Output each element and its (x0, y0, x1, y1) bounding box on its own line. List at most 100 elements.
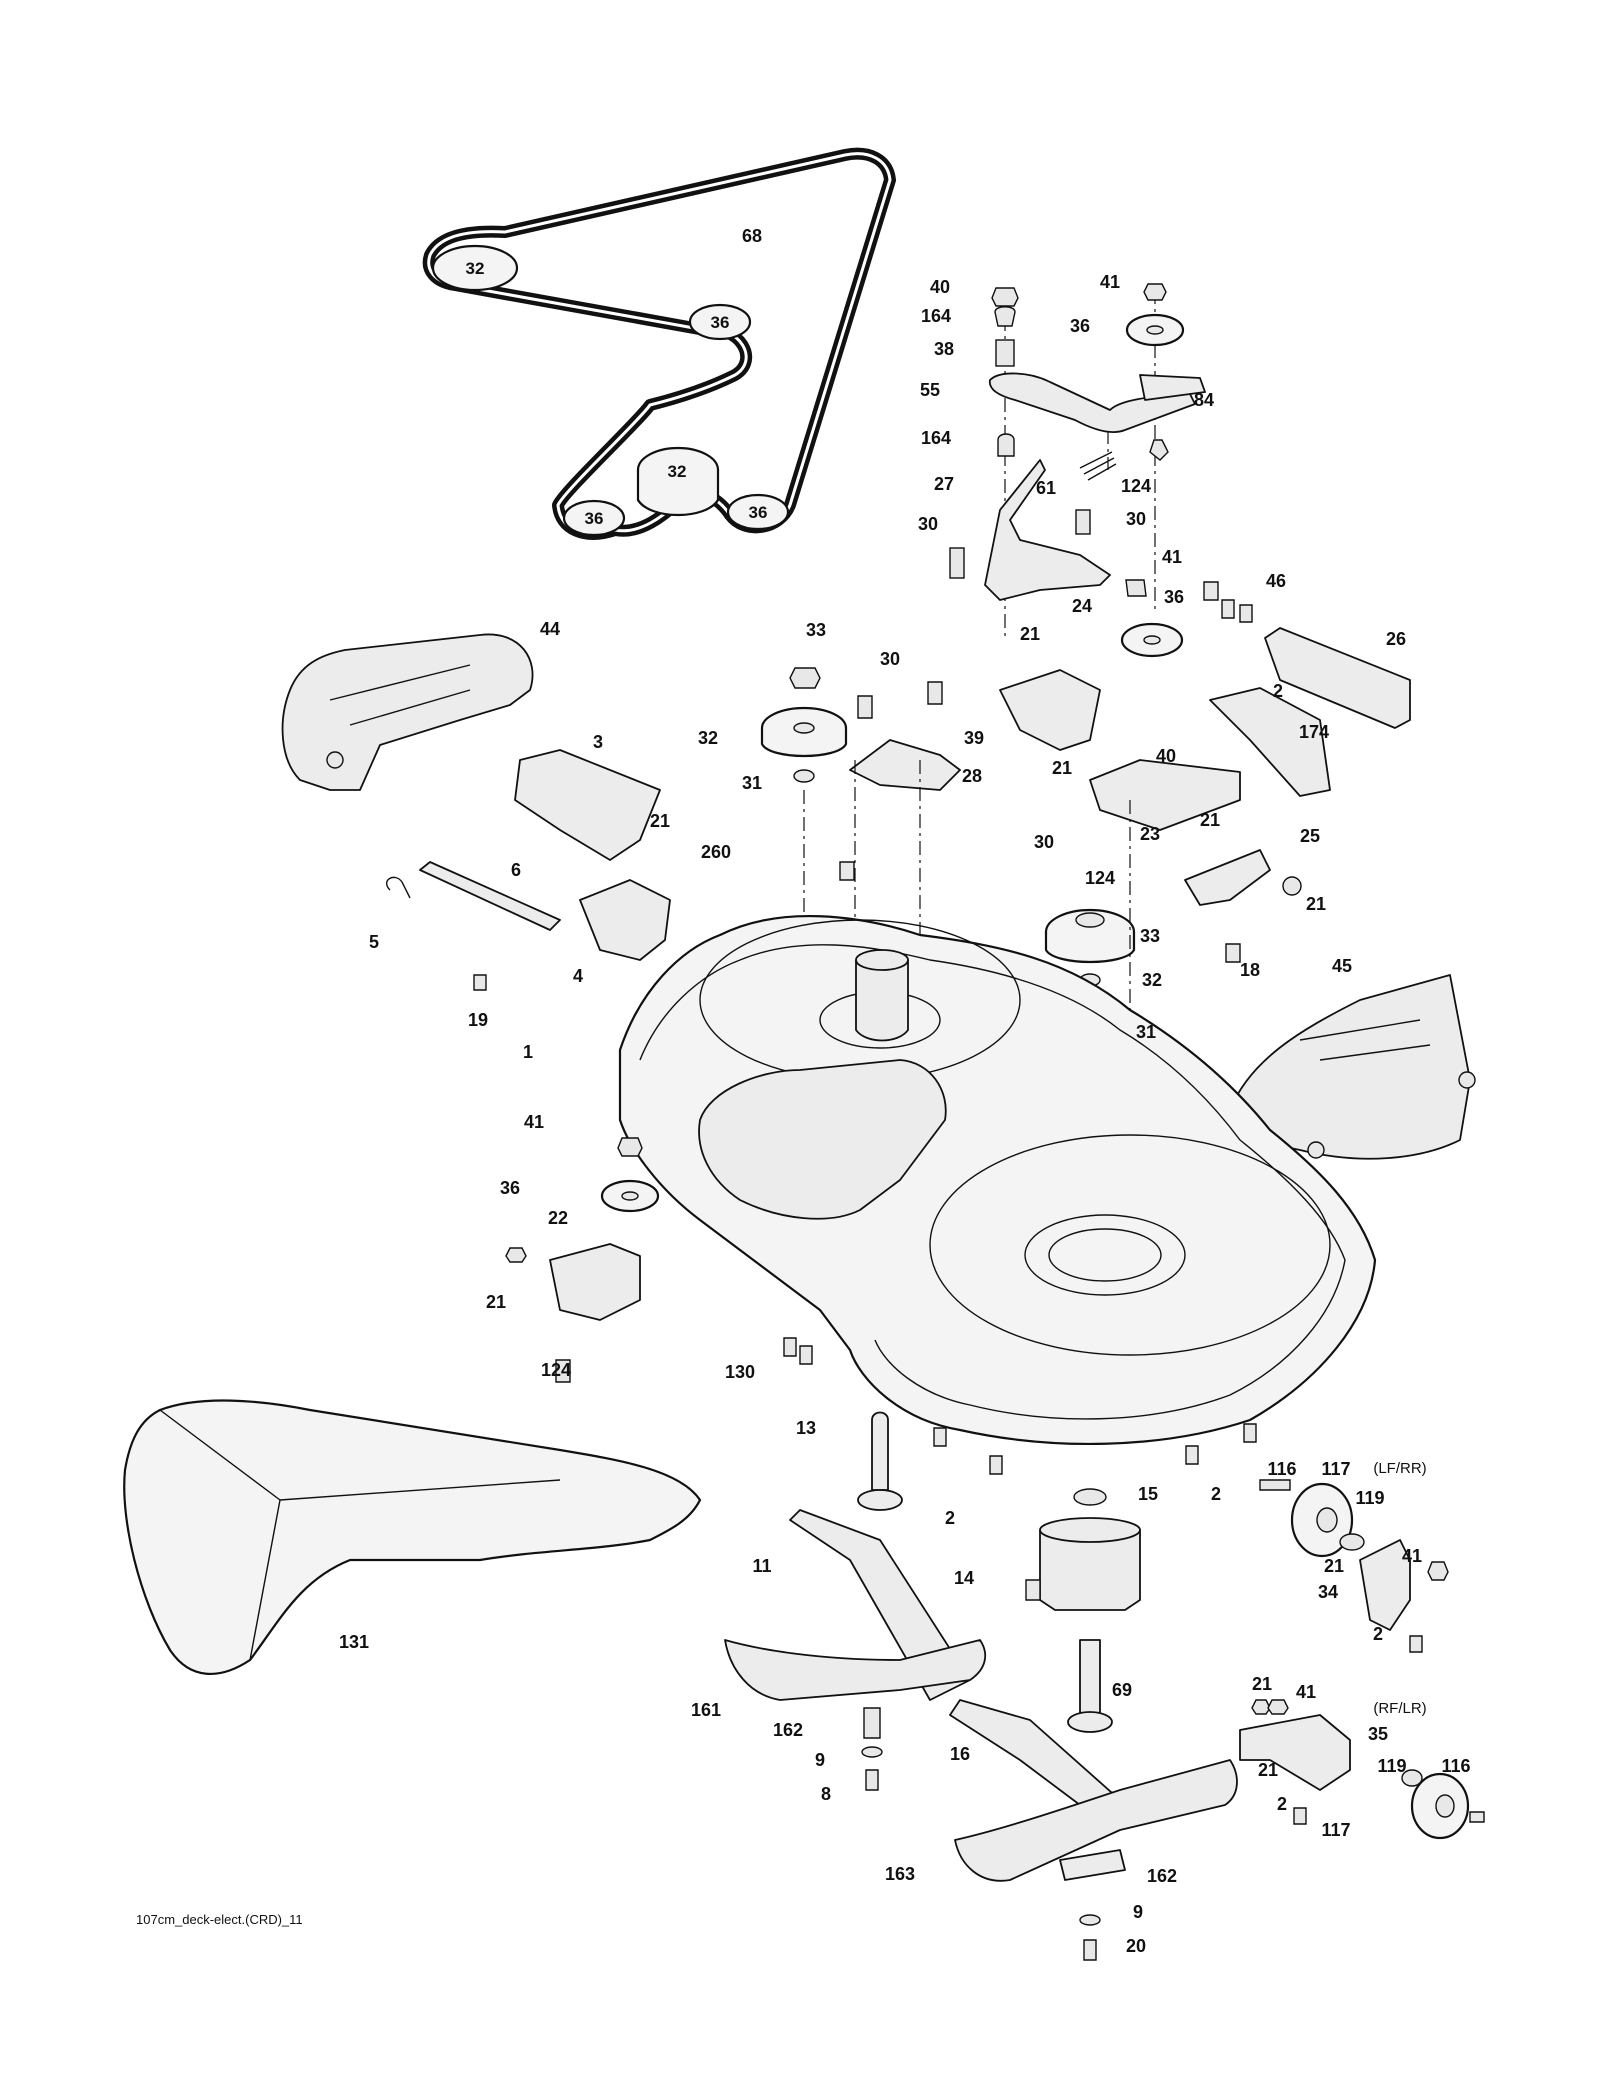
part-callout-51: 36 (500, 1178, 520, 1198)
part-callout-54: 124 (541, 1360, 571, 1380)
part-callout-8: 164 (921, 428, 951, 448)
part-callout-7: 84 (1194, 390, 1214, 410)
part-callout-85: 117 (1321, 1820, 1350, 1840)
blade-assemblies (724, 1411, 1238, 1961)
part-callout-39: 6 (511, 860, 521, 880)
part-callout-67: 14 (954, 1568, 974, 1588)
part-callout-4: 36 (1070, 316, 1090, 336)
part-callout-22: 26 (1386, 629, 1406, 649)
part-callout-48: 31 (1136, 1022, 1156, 1042)
belt-pulley-label-3: 36 (585, 509, 604, 528)
blade-right (954, 1759, 1238, 1882)
deck-shell (618, 914, 1377, 1446)
belt-pulley-label-1: 36 (711, 313, 730, 332)
part-callout-1: 40 (930, 277, 950, 297)
part-callout-45: 18 (1240, 960, 1260, 980)
part-callout-30: 31 (742, 773, 762, 793)
part-callout-44: 32 (1142, 970, 1162, 990)
part-callout-57: 116 (1267, 1459, 1296, 1479)
part-callout-37: 30 (1034, 832, 1054, 852)
part-callout-23: 2 (1273, 681, 1283, 701)
part-callout-79: 116 (1441, 1756, 1470, 1776)
belt-pulley-label-4: 36 (749, 503, 768, 522)
part-callout-87: 162 (1147, 1866, 1177, 1886)
part-callout-15: 46 (1266, 571, 1286, 591)
part-callout-69: 2 (1373, 1624, 1383, 1644)
part-callout-68: 34 (1318, 1582, 1338, 1602)
part-callout-53: 21 (486, 1292, 506, 1312)
part-callout-42: 33 (1140, 926, 1160, 946)
part-callout-89: 20 (1126, 1936, 1146, 1956)
part-callout-20: 33 (806, 620, 826, 640)
part-callout-35: 25 (1300, 826, 1320, 846)
part-callout-77: 35 (1368, 1724, 1388, 1744)
part-callout-10: 61 (1036, 478, 1056, 498)
left-brackets (385, 749, 671, 991)
part-callout-40: 21 (1306, 894, 1326, 914)
part-callout-84: 8 (821, 1784, 831, 1804)
left-idler-assembly (505, 1137, 813, 1383)
part-callout-74: 161 (691, 1700, 721, 1720)
part-callout-52: 22 (548, 1208, 568, 1228)
part-callout-58: 117 (1321, 1459, 1350, 1479)
part-callout-21: 30 (880, 649, 900, 669)
part-callout-18: 24 (1072, 596, 1092, 616)
drawing-code: 107cm_deck-elect.(CRD)_11 (136, 1912, 303, 1927)
discharge-chute (123, 1399, 702, 1676)
part-callout-81: 21 (1258, 1760, 1278, 1780)
part-callout-82: 119 (1377, 1756, 1406, 1776)
part-callout-62: 2 (1211, 1484, 1221, 1504)
part-callout-19: 21 (1020, 624, 1040, 644)
upper-right-brackets (999, 579, 1411, 963)
part-callout-13: 30 (918, 514, 938, 534)
part-callout-66: 41 (1402, 1546, 1422, 1566)
part-callout-46: 45 (1332, 956, 1352, 976)
part-callout-49: 1 (523, 1042, 533, 1062)
part-callout-9: 124 (1121, 476, 1151, 496)
part-callout-6: 55 (920, 380, 940, 400)
part-callout-33: 23 (1140, 824, 1160, 844)
part-callout-27: 174 (1299, 722, 1329, 742)
part-callout-72: 21 (1252, 1674, 1272, 1694)
part-callout-64: 11 (752, 1556, 771, 1576)
belt-pulley-label-2: 32 (668, 462, 687, 481)
part-callout-80: 9 (815, 1750, 825, 1770)
part-callout-12: 30 (1126, 509, 1146, 529)
part-callout-76: 162 (773, 1720, 803, 1740)
part-callout-31: 28 (962, 766, 982, 786)
part-callout-29: 40 (1156, 746, 1176, 766)
gauge-wheel-front (1259, 1479, 1449, 1653)
part-callout-2: 41 (1100, 272, 1120, 292)
part-callout-32: 21 (650, 811, 670, 831)
part-callout-60: 2 (945, 1508, 955, 1528)
part-callout-65: 21 (1324, 1556, 1344, 1576)
idler-arm-assembly (949, 283, 1206, 640)
mower-deck (618, 914, 1377, 1446)
part-callout-38: 124 (1085, 868, 1115, 888)
part-callout-86: 163 (885, 1864, 915, 1884)
part-callout-17: 44 (540, 619, 560, 639)
part-callout-11: 27 (934, 474, 954, 494)
part-callout-50: 41 (524, 1112, 544, 1132)
part-callout-34: 21 (1200, 810, 1220, 830)
part-callout-25: 32 (698, 728, 718, 748)
part-callout-59: (LF/RR) (1373, 1460, 1426, 1477)
part-callout-55: 130 (725, 1362, 755, 1382)
part-callout-16: 36 (1164, 587, 1184, 607)
blade-adapter-left (789, 1509, 971, 1701)
part-callout-28: 21 (1052, 758, 1072, 778)
left-belt-cover (281, 633, 534, 791)
part-callout-36: 260 (701, 842, 731, 862)
part-callout-70: 131 (339, 1632, 369, 1652)
part-callout-75: (RF/LR) (1373, 1700, 1426, 1717)
part-callout-14: 41 (1162, 547, 1182, 567)
gauge-wheel-rear (1239, 1699, 1485, 1840)
part-callout-24: 3 (593, 732, 603, 752)
part-callout-73: 41 (1296, 1682, 1316, 1702)
part-callout-3: 164 (921, 306, 951, 326)
part-callout-71: 69 (1112, 1680, 1132, 1700)
